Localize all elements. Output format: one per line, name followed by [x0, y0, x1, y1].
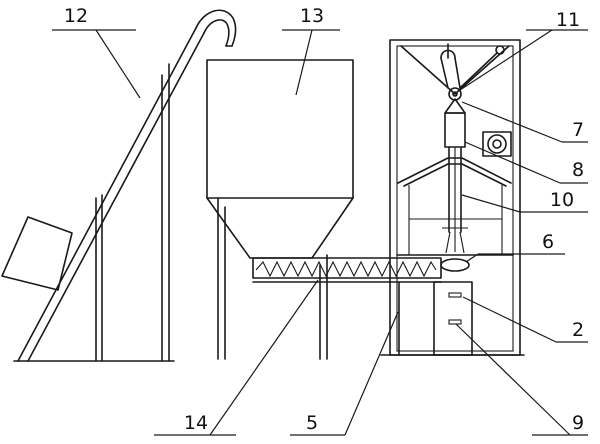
drive-motor: [482, 131, 512, 157]
top-guide-left: [400, 45, 456, 95]
label-6: 6: [542, 231, 554, 253]
screw-conveyor: [252, 257, 442, 283]
conveyor-tube: [252, 257, 442, 279]
motor-hub: [492, 139, 502, 149]
column-head: [444, 112, 466, 148]
leader-9: [455, 323, 571, 436]
label-13: 13: [300, 5, 324, 27]
elevator-rail-inner: [27, 32, 205, 362]
hopper-body: [206, 59, 354, 199]
label-8: 8: [572, 159, 584, 181]
label-12: 12: [64, 5, 88, 27]
leader-2: [462, 296, 557, 343]
leader-14: [209, 279, 319, 436]
pulley-hook-left: [440, 49, 456, 59]
column-foot-right: [459, 231, 465, 254]
box-body: [433, 281, 473, 356]
box-slot-lower: [448, 319, 462, 325]
distributor-cone: [397, 157, 512, 184]
leader-11: [459, 29, 553, 91]
motor-wheel: [487, 134, 507, 154]
leader-lines: [52, 29, 588, 436]
pulley-assembly: [440, 43, 505, 101]
elevator-motor-box: [1, 216, 73, 291]
box-slot-upper: [448, 292, 462, 298]
label-11: 11: [556, 9, 580, 31]
pulley-cable-left: [440, 57, 449, 89]
pulley-top-right: [495, 45, 505, 55]
label-2: 2: [572, 319, 584, 341]
label-7: 7: [572, 119, 584, 141]
label-9: 9: [572, 412, 584, 434]
lifting-column: [397, 98, 512, 254]
leader-8: [464, 141, 561, 184]
leader-5: [344, 311, 399, 436]
column-cap: [444, 98, 466, 114]
storage-hopper: [206, 59, 354, 360]
leader-13: [295, 29, 313, 96]
spreader-disc: [440, 258, 470, 272]
label-14: 14: [184, 412, 208, 434]
pulley-cable-right: [459, 52, 498, 89]
lower-box: [398, 281, 473, 356]
inclined-elevator: [1, 9, 237, 362]
screw-flight: [255, 260, 437, 278]
frame-inner: [396, 45, 514, 352]
elevator-discharge-hook-inner: [203, 19, 230, 47]
pulley-cable-left-2: [454, 57, 461, 89]
leader-12: [95, 29, 141, 99]
pulley-axle: [452, 91, 458, 97]
leader-7: [461, 101, 563, 143]
column-foot-left: [445, 231, 451, 254]
distributor-cone-inner: [403, 163, 507, 187]
leader-10: [461, 194, 521, 213]
elevator-rail-outer: [17, 27, 197, 362]
label-5: 5: [306, 412, 318, 434]
hopper-cone: [206, 197, 354, 259]
elevator-discharge-hook: [195, 9, 237, 47]
main-frame: [380, 39, 525, 356]
part-labels: 12 13 11 7 8 10 6 2 9 14 5: [64, 5, 584, 434]
leader-6: [465, 253, 479, 263]
label-10: 10: [550, 189, 574, 211]
